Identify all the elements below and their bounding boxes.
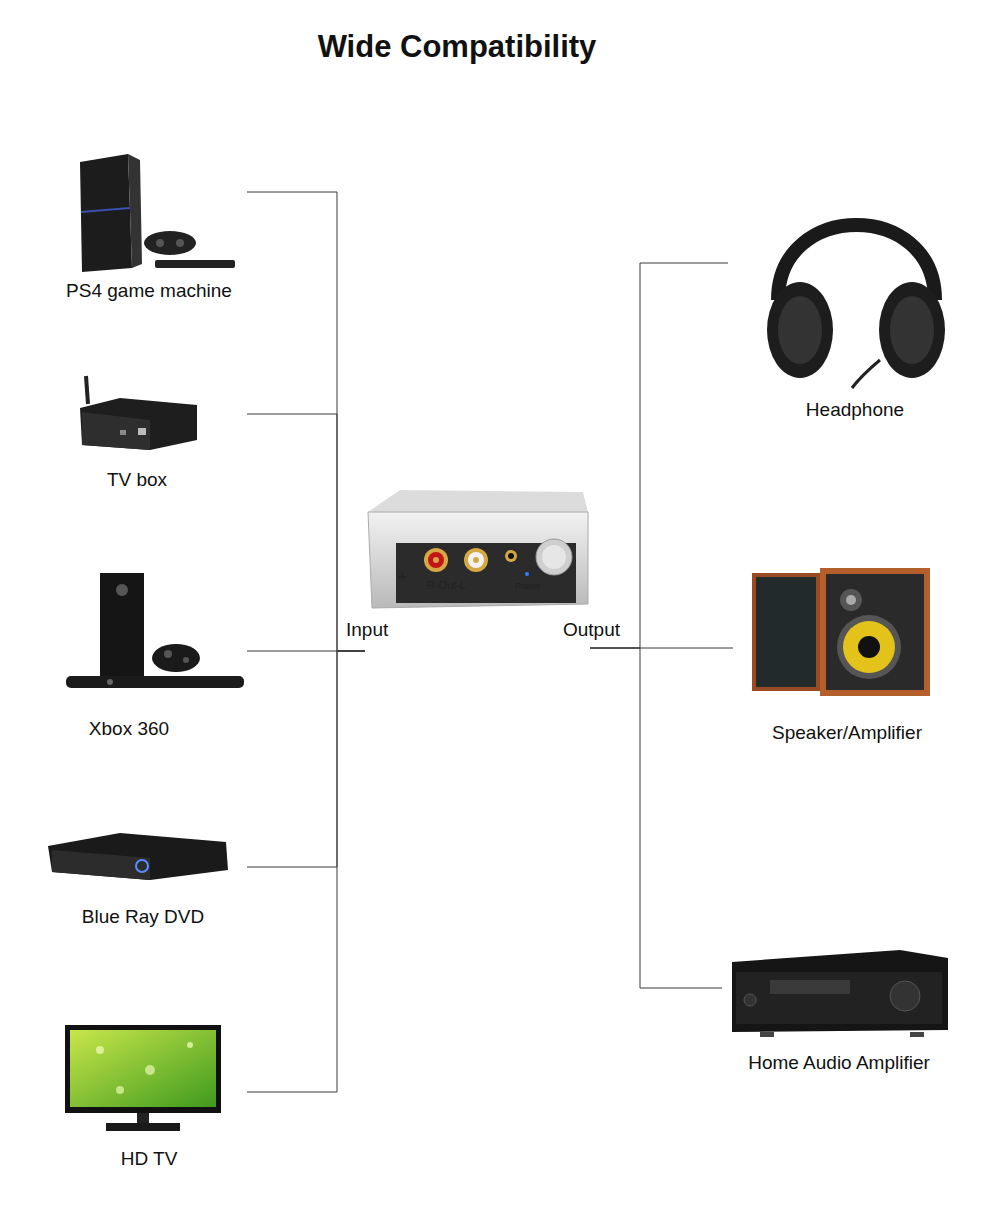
- speaker-illustration: [752, 568, 930, 696]
- converter-illustration: [368, 490, 588, 608]
- device-marking: R-Out-L: [427, 579, 466, 592]
- device-node: Blue Ray DVD: [45, 825, 247, 935]
- device-label: PS4 game machine: [66, 280, 232, 302]
- ps4-illustration: [80, 154, 235, 272]
- device-node: Home Audio Amplifier: [722, 945, 954, 1080]
- connector-line: [247, 651, 365, 1092]
- connector-line: [590, 263, 728, 648]
- connector-line: [247, 192, 365, 651]
- line-label: Input: [346, 619, 388, 641]
- bluray-illustration: [48, 833, 228, 880]
- device-label: Speaker/Amplifier: [772, 722, 922, 744]
- device-node: Xbox 360: [62, 570, 247, 745]
- device-label: TV box: [107, 469, 167, 491]
- device-label: Xbox 360: [89, 718, 169, 740]
- device-node: PS4 game machine: [60, 150, 247, 315]
- diagram-title: Wide Compatibility: [0, 28, 914, 66]
- device-marking: Power: [515, 581, 541, 592]
- device-label: Headphone: [806, 399, 904, 421]
- device-label: Home Audio Amplifier: [748, 1052, 930, 1074]
- device-node: HD TV: [62, 1020, 247, 1175]
- headphone-illustration: [767, 225, 945, 388]
- xbox-illustration: [66, 573, 244, 688]
- converter-device: + R-Out-L Power: [365, 485, 590, 655]
- line-label: Output: [563, 619, 620, 641]
- connector-line: [247, 414, 365, 651]
- device-label: HD TV: [121, 1148, 178, 1170]
- device-label: Blue Ray DVD: [82, 906, 205, 928]
- connector-line: [247, 651, 365, 867]
- device-node: TV box: [75, 370, 247, 495]
- device-node: Speaker/Amplifier: [733, 565, 933, 750]
- hdtv-illustration: [65, 1025, 221, 1131]
- connector-line: [590, 648, 722, 988]
- device-marking: +: [398, 567, 407, 584]
- receiver-illustration: [732, 950, 948, 1037]
- device-node: Headphone: [728, 205, 928, 427]
- tv-box-illustration: [80, 376, 197, 450]
